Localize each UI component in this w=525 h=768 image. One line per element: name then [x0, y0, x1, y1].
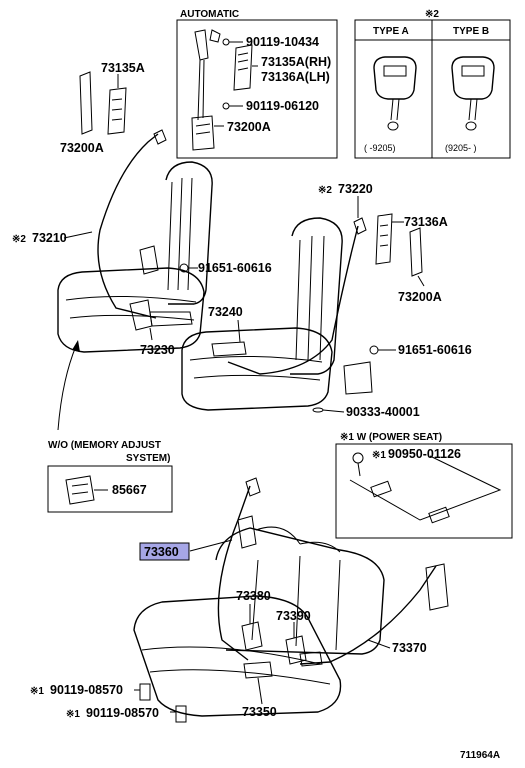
- memory-frame: [47, 465, 173, 513]
- power-seat-frame: [335, 443, 513, 539]
- highlight-73360[interactable]: [139, 542, 190, 561]
- label-91651-60616-right: 91651-60616: [398, 343, 472, 357]
- type-b-date: (9205- ): [445, 143, 477, 153]
- rear-belt-right: [299, 565, 437, 665]
- part-73136A-drawing: [375, 213, 393, 265]
- bolt-90950-drawing: [352, 452, 364, 464]
- part-73390-drawing: [285, 635, 307, 665]
- label-73136A: 73136A: [404, 215, 448, 229]
- mark-bolt2: ※1: [66, 709, 80, 720]
- rear-assembly: 73360 73380 73390 73370 73350 ※1 90119-0…: [30, 477, 449, 723]
- label-73220: 73220: [338, 182, 373, 196]
- label-90333-40001: 90333-40001: [346, 405, 420, 419]
- front-left-belt: [97, 133, 159, 319]
- front-left-retractor: [139, 245, 159, 275]
- power-seat-mark: ※1: [372, 450, 386, 461]
- power-seat-title: ※1 W (POWER SEAT): [340, 432, 442, 443]
- label-85667: 85667: [112, 483, 147, 497]
- rear-cushion: [133, 595, 342, 717]
- type-box: ※2 TYPE A TYPE B ( -9205) (9205- ): [354, 9, 511, 159]
- label-90119-10434: 90119-10434: [246, 35, 319, 49]
- part-73380-drawing: [241, 621, 263, 651]
- label-91651-60616-left: 91651-60616: [198, 261, 272, 275]
- label-auto-73200A: 73200A: [227, 120, 271, 134]
- type-a-buckle-drawing: [373, 56, 417, 131]
- automatic-box: AUTOMATIC 90119-10434 73135A(RH) 73136A(…: [176, 9, 338, 159]
- mark-73220: ※2: [318, 185, 332, 196]
- front-right-belt: [227, 225, 359, 375]
- label-90119-08570-2: 90119-08570: [86, 706, 159, 720]
- label-73370: 73370: [392, 641, 427, 655]
- type-box-mark: ※2: [425, 9, 439, 20]
- label-90119-08570-1: 90119-08570: [50, 683, 123, 697]
- memory-adjust-note: W/O (MEMORY ADJUST SYSTEM) 85667: [47, 340, 173, 513]
- automatic-frame: [176, 19, 338, 159]
- part-73370-retractor-drawing: [425, 563, 449, 611]
- auto-upper-bracket: [194, 29, 209, 61]
- rear-belt-left: [217, 485, 251, 661]
- memory-note-line1: W/O (MEMORY ADJUST: [48, 440, 161, 451]
- front-left-assembly: 73135A 73200A ※2 73210 91651-60616 73230: [12, 61, 272, 357]
- auto-retractor: [191, 115, 215, 151]
- power-seat-box: ※1 W (POWER SEAT) ※1 90950-01126: [335, 432, 513, 539]
- label-73135A-rh: 73135A(RH): [261, 55, 331, 69]
- mark-73210: ※2: [12, 234, 26, 245]
- front-right-seatback: [290, 217, 343, 375]
- label-73350: 73350: [242, 705, 277, 719]
- label-73136A-lh: 73136A(LH): [261, 70, 330, 84]
- label-73360[interactable]: 73360: [144, 545, 179, 559]
- bolt-90119-08570-2-drawing: [175, 705, 187, 723]
- auto-bolt-1: [222, 38, 230, 46]
- memory-note-line2: SYSTEM): [126, 453, 170, 464]
- label-73200A-left: 73200A: [60, 141, 104, 155]
- label-73230: 73230: [140, 343, 175, 357]
- front-left-seatback: [165, 161, 213, 305]
- part-90333-drawing: [312, 407, 324, 413]
- label-73240: 73240: [208, 305, 243, 319]
- auto-clip: [209, 29, 221, 43]
- label-90119-06120: 90119-06120: [246, 99, 319, 113]
- type-b-label: TYPE B: [453, 26, 489, 37]
- label-73135A: 73135A: [101, 61, 145, 75]
- type-a-date: ( -9205): [364, 143, 396, 153]
- front-right-assembly: ※2 73220 73136A 73200A 73240 91651-60616…: [181, 182, 472, 419]
- mark-bolt1: ※1: [30, 686, 44, 697]
- type-b-buckle-drawing: [451, 56, 495, 131]
- type-a-label: TYPE A: [373, 26, 409, 37]
- arrow-head: [72, 340, 80, 352]
- part-73350-drawing: [243, 661, 273, 679]
- power-seat-panel: [349, 455, 502, 521]
- label-73390: 73390: [276, 609, 311, 623]
- part-73200A-left-drawing: [79, 71, 93, 135]
- part-85667-drawing: [65, 475, 95, 505]
- automatic-title: AUTOMATIC: [180, 9, 239, 20]
- part-73230-drawing: [129, 299, 153, 331]
- label-73380: 73380: [236, 589, 271, 603]
- auto-bolt-2: [222, 102, 230, 110]
- diagram-code: 711964A: [460, 750, 500, 761]
- front-right-retractor: [343, 361, 373, 395]
- front-left-cushion: [57, 267, 205, 353]
- part-73240-drawing: [211, 341, 247, 357]
- label-73200A-right: 73200A: [398, 290, 442, 304]
- bolt-90119-08570-1-drawing: [139, 683, 151, 701]
- part-73135A-drawing: [107, 87, 127, 135]
- bolt-91651-right-drawing: [369, 345, 379, 355]
- label-90950-01126: 90950-01126: [388, 447, 461, 461]
- auto-rail: [197, 59, 205, 121]
- rear-seatback: [215, 527, 385, 655]
- auto-cover-rh: [233, 44, 253, 91]
- label-73210: 73210: [32, 231, 67, 245]
- front-right-cushion: [181, 327, 333, 411]
- part-73200A-right-drawing: [409, 227, 423, 277]
